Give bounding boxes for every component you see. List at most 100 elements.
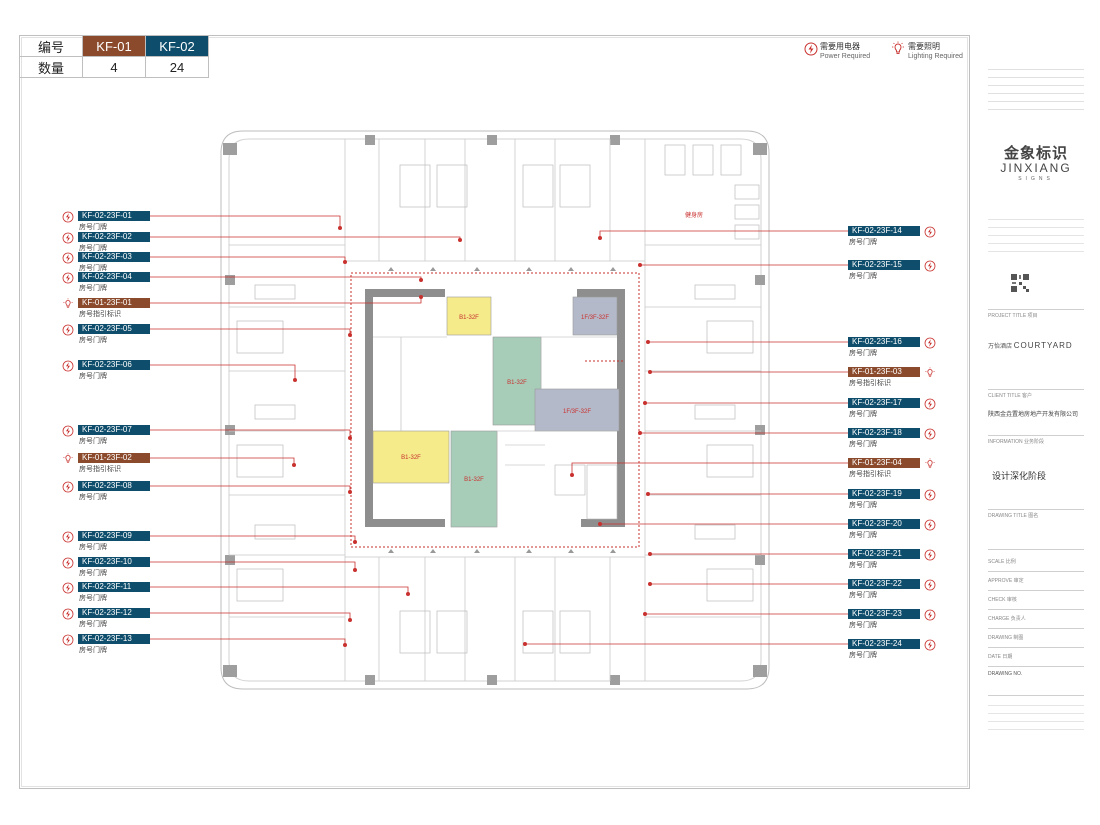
tb-row-line [988, 609, 1084, 610]
label-code: KF-02-23F-02 [78, 232, 150, 242]
power-bolt-icon [924, 427, 936, 440]
design-stage: 设计深化阶段 [992, 471, 1047, 481]
door-markers [388, 267, 616, 553]
label-text: 房号指引标识 [849, 471, 891, 478]
legend-lighting: 需要照明 Lighting Required [908, 42, 963, 62]
door-marker [474, 549, 480, 553]
power-bolt-icon [62, 530, 74, 543]
power-bolt-icon [62, 607, 74, 620]
door-marker [388, 267, 394, 271]
label-text: 房号门牌 [79, 265, 107, 272]
power-bolt-icon [62, 323, 74, 336]
power-bolt-icon [62, 633, 74, 646]
plan-columns [223, 135, 767, 685]
light-bulb-icon [892, 41, 904, 54]
power-bolt-icon [62, 581, 74, 594]
client-caption: CLIENT TITLE 客户 [988, 393, 1032, 399]
hotel-name: 万怡酒店 COURTYARD [988, 341, 1073, 350]
zone-label-5: B1-32F [464, 477, 484, 483]
zone-elevator-b1-32f [446, 296, 492, 336]
label-code: KF-02-23F-04 [78, 272, 150, 282]
tb-row-caption: CHECK 审核 [988, 597, 1017, 603]
hotel-en: COURTYARD [1013, 341, 1073, 350]
power-bolt-icon [62, 359, 74, 372]
label-code: KF-01-23F-03 [848, 367, 920, 377]
label-code: KF-02-23F-09 [78, 531, 150, 541]
label-text: 房号门牌 [849, 502, 877, 509]
tb-row-line [988, 666, 1084, 667]
information-caption: INFORMATION 业务阶段 [988, 439, 1045, 445]
summary-count-kf02: 24 [145, 56, 209, 78]
drawing-title-caption: DRAWING TITLE 图名 [988, 513, 1039, 519]
summary-type-kf01: KF-01 [82, 35, 146, 57]
label-code: KF-02-23F-13 [78, 634, 150, 644]
label-code: KF-02-23F-17 [848, 398, 920, 408]
tb-divider [988, 695, 1084, 696]
label-code: KF-02-23F-01 [78, 211, 150, 221]
power-bolt-icon [924, 578, 936, 591]
tb-row-caption: DATE 日期 [988, 654, 1013, 660]
label-code: KF-01-23F-02 [78, 453, 150, 463]
label-text: 房号门牌 [79, 224, 107, 231]
label-text: 房号门牌 [849, 411, 877, 418]
hotel-cn: 万怡酒店 [988, 344, 1013, 350]
legend-power-cn: 需要用电器 [820, 42, 860, 51]
drawing-frame [19, 35, 970, 789]
door-marker [430, 549, 436, 553]
logo-cn: 金象标识 [1003, 145, 1068, 162]
label-text: 房号门牌 [79, 337, 107, 344]
power-bolt-icon [62, 251, 74, 264]
door-marker [610, 267, 616, 271]
legend-power: 需要用电器 Power Required [820, 42, 870, 62]
label-text: 房号门牌 [849, 592, 877, 599]
logo-sub: SIGNS [1018, 176, 1054, 182]
summary-count-kf01: 4 [82, 56, 146, 78]
label-text: 房号门牌 [849, 239, 877, 246]
label-code: KF-01-23F-01 [78, 298, 150, 308]
label-code: KF-02-23F-23 [848, 609, 920, 619]
label-text: 房号门牌 [79, 438, 107, 445]
zone-label-2: B1-32F [507, 380, 527, 386]
tb-divider [988, 509, 1084, 510]
zone-elevator-b1-32f-lower [372, 430, 450, 484]
door-marker [610, 549, 616, 553]
legend-power-en: Power Required [820, 53, 871, 60]
label-code: KF-02-23F-05 [78, 324, 150, 334]
summary-table: 编号 KF-01 KF-02 数量 4 24 [19, 35, 209, 78]
label-code: KF-02-23F-11 [78, 582, 150, 592]
project-title-caption: PROJECT TITLE 项目 [988, 313, 1038, 319]
power-bolt-icon [924, 336, 936, 349]
tb-row-line [988, 590, 1084, 591]
power-bolt-icon [924, 638, 936, 651]
label-code: KF-02-23F-15 [848, 260, 920, 270]
power-bolt-icon [62, 424, 74, 437]
title-block: 金象标识 JINXIANG SIGNS PROJECT TITLE 项目 万怡酒… [988, 35, 1084, 789]
floor-plan: 健身房 B1-32F 1F/3F-32F B1-32F 1F/3F-32F B1… [220, 130, 770, 690]
label-code: KF-01-23F-04 [848, 458, 920, 468]
plan-gym-equipment [664, 144, 760, 240]
drawing-frame-inner [21, 37, 968, 787]
label-code: KF-02-23F-14 [848, 226, 920, 236]
power-bolt-icon [804, 42, 818, 56]
qr-code-icon [1010, 273, 1030, 293]
door-marker [388, 549, 394, 553]
label-code: KF-02-23F-03 [78, 252, 150, 262]
power-bolt-icon [924, 518, 936, 531]
notes-block [988, 65, 1084, 113]
power-bolt-icon [62, 271, 74, 284]
power-bolt-icon [924, 488, 936, 501]
label-text: 房号门牌 [849, 441, 877, 448]
summary-col-header: 编号 [19, 35, 83, 57]
door-marker [526, 267, 532, 271]
label-code: KF-02-23F-06 [78, 360, 150, 370]
label-text: 房号门牌 [79, 285, 107, 292]
light-bulb-icon [924, 457, 936, 469]
power-bolt-icon [62, 231, 74, 244]
label-text: 房号指引标识 [79, 311, 121, 318]
power-bolt-icon [924, 548, 936, 561]
power-bolt-icon [924, 397, 936, 410]
label-text: 房号门牌 [849, 562, 877, 569]
zone-elevator-1f-3f-32f-lower [534, 388, 620, 432]
power-bolt-icon [924, 259, 936, 272]
power-bolt-icon [62, 556, 74, 569]
